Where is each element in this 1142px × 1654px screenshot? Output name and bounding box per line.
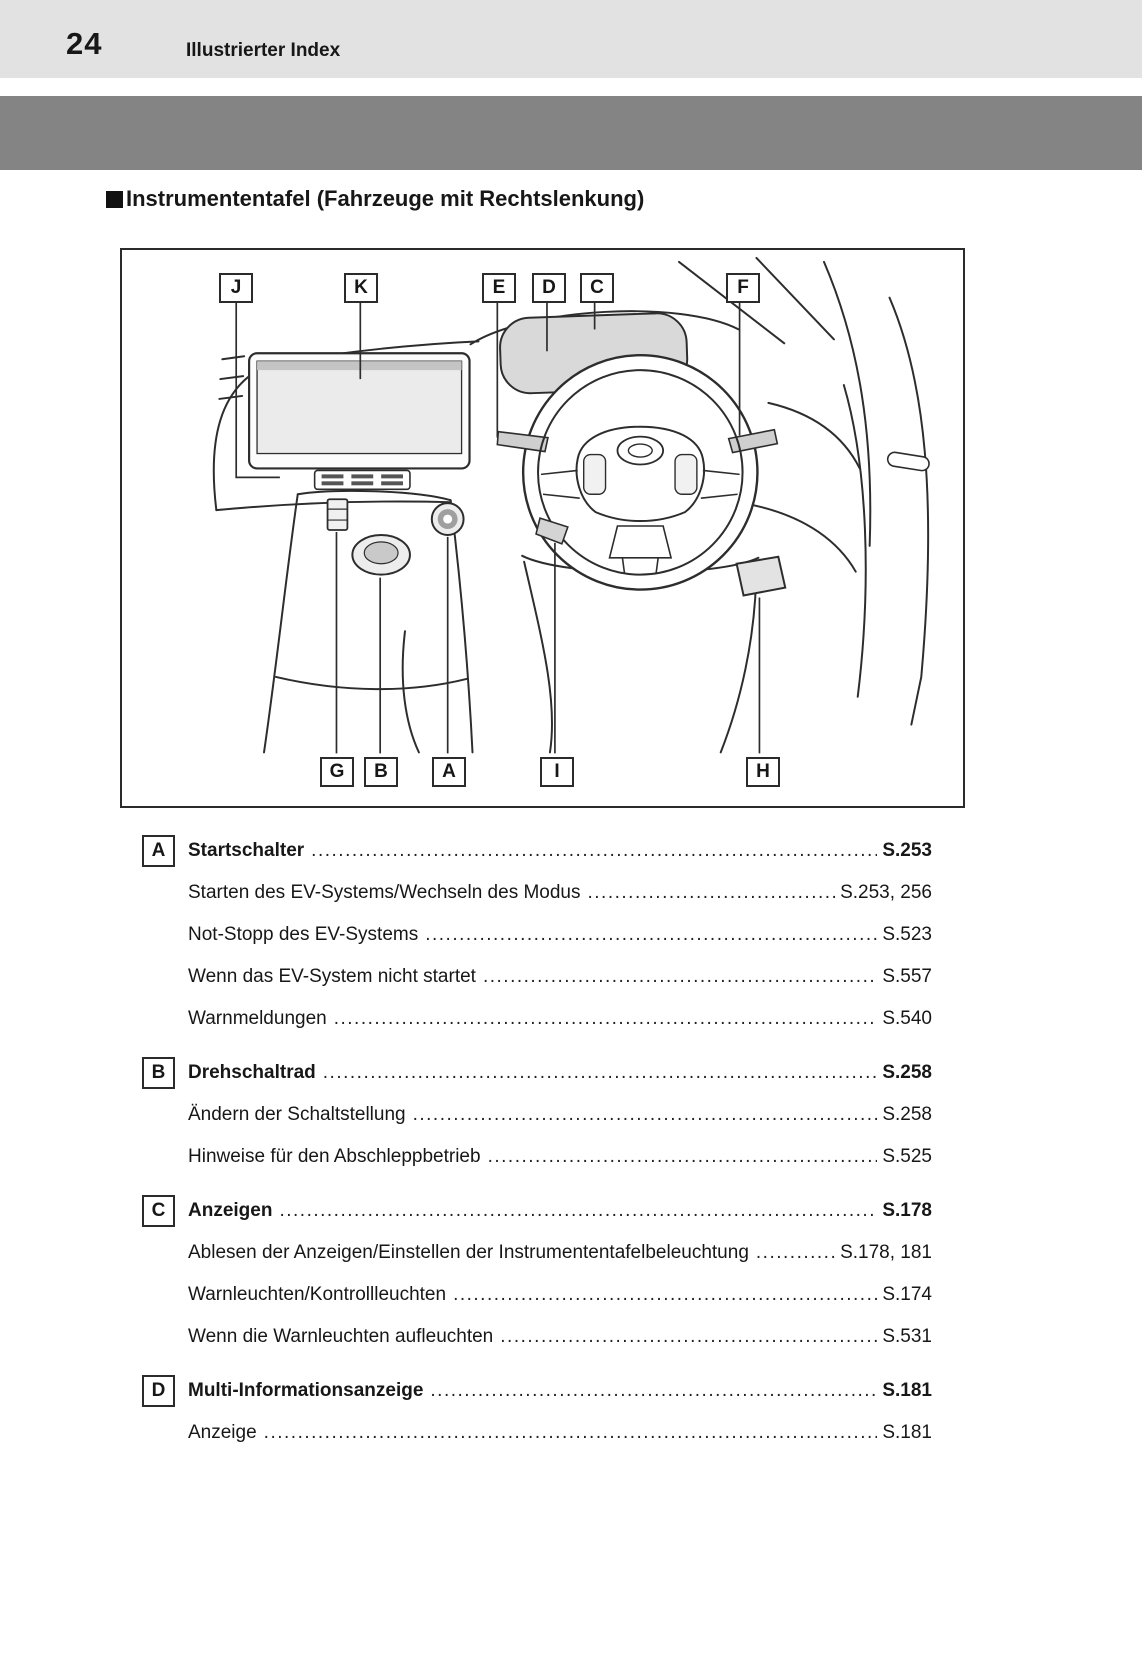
index-key-box: C: [142, 1195, 175, 1227]
index-key-box: D: [142, 1375, 175, 1407]
page-ref: S.531: [882, 1326, 932, 1347]
index-subentry-label: Hinweise für den Abschleppbetrieb: [188, 1146, 481, 1167]
page-ref: S.525: [882, 1146, 932, 1167]
index-subentry-label: Wenn das EV-System nicht startet: [188, 966, 476, 987]
index-subentry: Warnleuchten/Kontrollleuchten S.174: [142, 1274, 932, 1316]
index-key-box: B: [142, 1057, 175, 1089]
callout-F: F: [726, 273, 760, 303]
page-header: 24 Illustrierter Index: [0, 0, 1142, 78]
chapter-band: [0, 96, 1142, 170]
dot-leader: [311, 840, 877, 862]
index-subentry: Warnmeldungen S.540: [142, 998, 932, 1040]
dot-leader: [756, 1242, 835, 1264]
page-ref: S.523: [882, 924, 932, 945]
index-subentry-label: Ändern der Schaltstellung: [188, 1104, 406, 1125]
section-title-text: Instrumententafel (Fahrzeuge mit Rechtsl…: [126, 186, 645, 211]
dashboard-figure: J K E D C F G B A I H: [120, 248, 965, 808]
index-subentry-label: Wenn die Warnleuchten aufleuchten: [188, 1326, 494, 1347]
dot-leader: [413, 1104, 878, 1126]
dot-leader: [500, 1326, 877, 1348]
index-entry: D Multi-Informationsanzeige S.181: [142, 1370, 932, 1412]
dot-leader: [430, 1380, 877, 1402]
index-subentry: Anzeige S.181: [142, 1412, 932, 1454]
page-ref: S.557: [882, 966, 932, 987]
dot-leader: [334, 1008, 878, 1030]
callout-C: C: [580, 273, 614, 303]
index-entry-title: Anzeigen: [188, 1200, 273, 1221]
index-subentry-label: Warnmeldungen: [188, 1008, 327, 1029]
index-subentry-label: Anzeige: [188, 1422, 257, 1443]
callout-D: D: [532, 273, 566, 303]
page-ref: S.540: [882, 1008, 932, 1029]
dashboard-illustration: [212, 256, 930, 754]
index-entry-title: Multi-Informationsanzeige: [188, 1380, 424, 1401]
index-subentry: Ablesen der Anzeigen/Einstellen der Inst…: [142, 1232, 932, 1274]
index-subentry-label: Ablesen der Anzeigen/Einstellen der Inst…: [188, 1242, 749, 1263]
section-square-icon: [106, 190, 123, 208]
dot-leader: [264, 1422, 878, 1444]
callout-A: A: [432, 757, 466, 787]
dot-leader: [279, 1200, 877, 1222]
index-entry-title: Startschalter: [188, 840, 305, 861]
index-subentry: Wenn die Warnleuchten aufleuchten S.531: [142, 1316, 932, 1358]
dot-leader: [588, 882, 836, 904]
callout-B: B: [364, 757, 398, 787]
dot-leader: [483, 966, 877, 988]
page-ref: S.178, 181: [840, 1242, 932, 1263]
chapter-title: Illustrierter Index: [186, 40, 341, 61]
page-ref: S.253, 256: [840, 882, 932, 903]
page-ref: S.178: [882, 1200, 932, 1221]
index-entry: A Startschalter S.253: [142, 830, 932, 872]
index-subentry: Hinweise für den Abschleppbetrieb S.525: [142, 1136, 932, 1178]
dot-leader: [453, 1284, 877, 1306]
index-subentry: Not-Stopp des EV-Systems S.523: [142, 914, 932, 956]
callout-H: H: [746, 757, 780, 787]
page-ref: S.181: [882, 1380, 932, 1401]
index-entry: B Drehschaltrad S.258: [142, 1052, 932, 1094]
index-subentry-label: Starten des EV-Systems/Wechseln des Modu…: [188, 882, 581, 903]
index-subentry: Ändern der Schaltstellung S.258: [142, 1094, 932, 1136]
index-subentry: Wenn das EV-System nicht startet S.557: [142, 956, 932, 998]
index-subentry-label: Warnleuchten/Kontrollleuchten: [188, 1284, 447, 1305]
callout-G: G: [320, 757, 354, 787]
callout-I: I: [540, 757, 574, 787]
callout-K: K: [344, 273, 378, 303]
index-key-box: A: [142, 835, 175, 867]
callout-J: J: [219, 273, 253, 303]
page-number: 24: [66, 26, 103, 61]
dot-leader: [488, 1146, 878, 1168]
dot-leader: [425, 924, 877, 946]
section-title: Instrumententafel (Fahrzeuge mit Rechtsl…: [106, 186, 644, 212]
page-ref: S.258: [882, 1062, 932, 1083]
index-subentry: Starten des EV-Systems/Wechseln des Modu…: [142, 872, 932, 914]
page-ref: S.253: [882, 840, 932, 861]
callout-E: E: [482, 273, 516, 303]
index-subentry-label: Not-Stopp des EV-Systems: [188, 924, 419, 945]
page-ref: S.181: [882, 1422, 932, 1443]
page-ref: S.174: [882, 1284, 932, 1305]
page-ref: S.258: [882, 1104, 932, 1125]
illustrated-index-list: A Startschalter S.253 Starten des EV-Sys…: [142, 818, 932, 1454]
index-entry: C Anzeigen S.178: [142, 1190, 932, 1232]
dot-leader: [323, 1062, 878, 1084]
index-entry-title: Drehschaltrad: [188, 1062, 316, 1083]
